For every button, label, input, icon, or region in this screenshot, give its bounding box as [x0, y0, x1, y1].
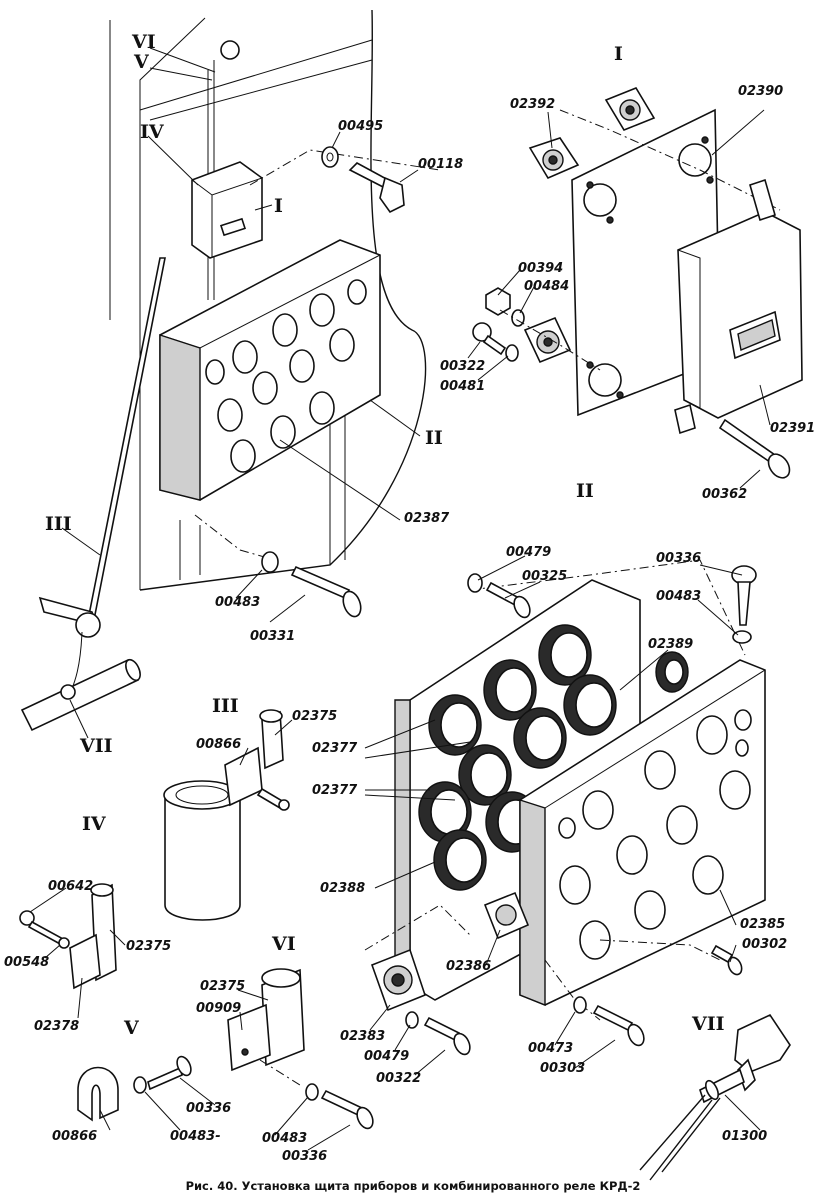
- screw-00331: [290, 565, 362, 618]
- screw-00362: [718, 418, 791, 479]
- detail-v-clamp: [77, 1055, 192, 1122]
- detail-ii-front-panel: [519, 659, 766, 1007]
- part-label: 02383: [340, 1029, 385, 1044]
- part-label: 00483: [656, 589, 701, 604]
- part-label: 00362: [702, 487, 747, 502]
- part-label: 00483: [215, 595, 260, 610]
- nut-00394: [485, 287, 511, 316]
- part-label: 02377: [312, 783, 358, 798]
- figure-caption: Рис. 40. Установка щита приборов и комби…: [186, 1179, 641, 1193]
- detail-vi-clamp: [227, 968, 374, 1130]
- label-vi-detail: VI: [271, 933, 296, 955]
- part-label: 00394: [518, 261, 563, 276]
- bolt-00118: [348, 162, 405, 214]
- part-label: 02386: [446, 959, 491, 974]
- cable-rod: [38, 257, 166, 701]
- label-vii-main: VII: [79, 735, 113, 757]
- part-label: 00303: [540, 1061, 585, 1076]
- connector-mid: [523, 316, 572, 364]
- screw-00302: [710, 944, 743, 976]
- part-label: 02387: [404, 511, 450, 526]
- washer-00479-bottom: [405, 1011, 419, 1029]
- label-vii-detail: VII: [691, 1013, 725, 1035]
- part-label: 02377: [312, 741, 358, 756]
- part-label: 02385: [740, 917, 785, 932]
- label-iv-main: IV: [140, 121, 165, 143]
- part-label: 00322: [376, 1071, 421, 1086]
- label-iii-main: III: [45, 513, 72, 535]
- label-i-detail: I: [614, 43, 623, 65]
- label-i-main: I: [274, 195, 283, 217]
- part-label: 00495: [338, 119, 383, 134]
- lamp-bulb: [220, 40, 240, 60]
- part-label: 02390: [738, 84, 783, 99]
- part-label: 00483: [262, 1131, 307, 1146]
- washer-00484: [511, 309, 525, 327]
- fuel-tube: [20, 658, 141, 732]
- detail-iii-clamp: [163, 709, 290, 921]
- instrument-panel-mounted: [159, 239, 381, 501]
- connector-02383: [370, 948, 426, 1012]
- part-label: 02375: [292, 709, 337, 724]
- part-label: 00866: [196, 737, 241, 752]
- part-label: 02378: [34, 1019, 79, 1034]
- part-number-labels: 00495 00118 02387 00483 00331 02392 0239…: [4, 84, 815, 1164]
- leader-lines: [29, 47, 771, 1151]
- relay-krd2-mounted: [191, 161, 263, 259]
- part-label: 00481: [440, 379, 485, 394]
- vehicle-body-outline: [109, 9, 427, 591]
- detail-vii-sender: [639, 1013, 791, 1181]
- part-label: 00866: [52, 1129, 97, 1144]
- label-iv-detail: IV: [82, 813, 107, 835]
- part-label: 02375: [126, 939, 171, 954]
- part-label: 00484: [524, 279, 569, 294]
- part-label: 02375: [200, 979, 245, 994]
- part-label: 00322: [440, 359, 485, 374]
- bolt-00322-top: [472, 322, 507, 356]
- part-label: 02392: [510, 97, 555, 112]
- connector-02386: [483, 891, 530, 940]
- part-label: 00642: [48, 879, 93, 894]
- part-label: 00336: [282, 1149, 327, 1164]
- part-label: 02388: [320, 881, 365, 896]
- panel-gauge-holes: [205, 279, 367, 473]
- part-label: 00479: [506, 545, 551, 560]
- part-label: 00479: [364, 1049, 409, 1064]
- label-v-main: V: [133, 51, 150, 73]
- part-label: 00325: [522, 569, 567, 584]
- part-label: 02391: [770, 421, 815, 436]
- part-label: 01300: [722, 1129, 767, 1144]
- part-label: 00336: [656, 551, 701, 566]
- washer-00481: [505, 344, 519, 362]
- washer-00479-top: [467, 573, 483, 593]
- label-v-detail: V: [123, 1017, 140, 1039]
- washer-00473: [573, 996, 587, 1014]
- label-ii-detail: II: [576, 480, 594, 502]
- part-label: 00118: [418, 157, 463, 172]
- washer-00483-left: [261, 551, 279, 573]
- connector-02392: [528, 137, 580, 180]
- label-vi-main: VI: [131, 31, 156, 53]
- part-label: 02389: [648, 637, 693, 652]
- part-label: 00473: [528, 1041, 573, 1056]
- connector-top: [604, 87, 656, 131]
- screw-00303: [592, 1004, 645, 1047]
- front-panel-holes: [558, 709, 752, 960]
- roman-labels: VI V IV I II III VII I II III IV VI V VI…: [45, 31, 725, 1039]
- detail-iv-clamp: [19, 883, 117, 990]
- part-label: 00302: [742, 937, 787, 952]
- relay-02391: [674, 178, 803, 435]
- part-label: 00483-: [170, 1129, 221, 1144]
- part-label: 00336: [186, 1101, 231, 1116]
- part-label: 00548: [4, 955, 49, 970]
- screw-00325: [485, 581, 531, 619]
- screw-00322-bottom: [423, 1016, 471, 1056]
- label-ii-main: II: [425, 427, 443, 449]
- part-label: 00331: [250, 629, 295, 644]
- part-label: 00909: [196, 1001, 241, 1016]
- label-iii-detail: III: [212, 695, 239, 717]
- washer-00495: [321, 146, 339, 168]
- screw-00336-top: [731, 565, 757, 626]
